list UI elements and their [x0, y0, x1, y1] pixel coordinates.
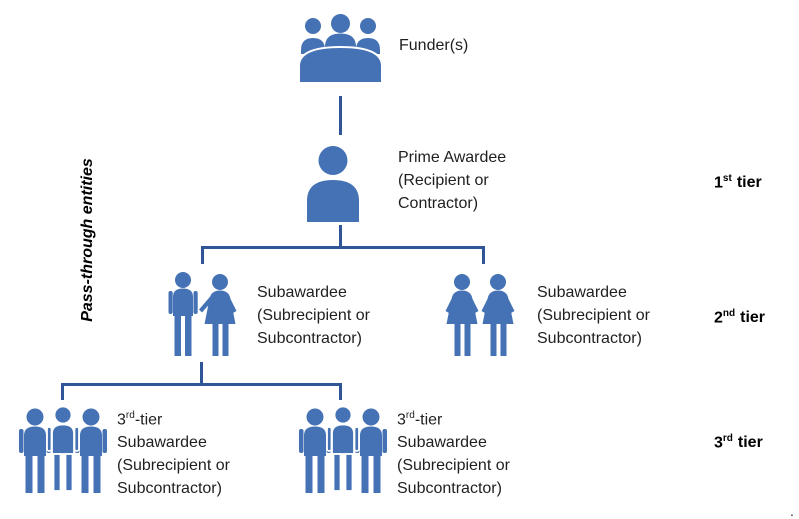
three-people-icon — [15, 405, 111, 494]
label-line: (Subrecipient or — [257, 307, 370, 324]
connector-tier3-drop-left — [61, 383, 64, 400]
third-tier-right-label: 3rd-tier Subawardee (Subrecipient or Sub… — [397, 404, 510, 500]
group-around-table-icon — [297, 14, 384, 83]
label-line: Subawardee — [537, 284, 627, 301]
connector-subawardee-stem — [200, 362, 203, 385]
label-line: Subcontractor) — [537, 330, 642, 347]
label-line: Subawardee — [117, 434, 207, 452]
label-line: Subcontractor) — [257, 330, 362, 347]
label-line: Funder(s) — [399, 37, 469, 54]
single-person-icon — [304, 146, 362, 222]
label-line: Subawardee — [257, 284, 347, 301]
label-line: Prime Awardee — [398, 149, 507, 166]
two-women-icon — [442, 271, 519, 365]
connector-tier2-horizontal — [201, 246, 485, 249]
footer-period: . — [790, 503, 794, 519]
man-woman-couple-icon — [164, 271, 241, 365]
label-line: (Subrecipient or — [117, 457, 230, 475]
label-line: Subcontractor) — [397, 480, 502, 498]
connector-tier3-drop-right — [339, 383, 342, 400]
funder-label: Funder(s) — [399, 35, 468, 56]
pass-through-entities-label: Pass-through entities — [79, 158, 96, 322]
subawardee-right-label: Subawardee (Subrecipient or Subcontracto… — [537, 281, 650, 350]
third-tier-left-label: 3rd-tier Subawardee (Subrecipient or Sub… — [117, 404, 230, 500]
connector-tier3-horizontal — [61, 383, 342, 386]
label-line: Subcontractor) — [117, 480, 222, 498]
label-line: (Subrecipient or — [537, 307, 650, 324]
label-line: Subawardee — [397, 434, 487, 452]
connector-tier2-drop-right — [482, 246, 485, 264]
subawardee-left-label: Subawardee (Subrecipient or Subcontracto… — [257, 281, 370, 350]
connector-tier2-drop-left — [201, 246, 204, 264]
label-line: (Recipient or — [398, 172, 489, 189]
label-line: Contractor) — [398, 195, 479, 212]
label-line: (Subrecipient or — [397, 457, 510, 475]
connector-prime-stem — [339, 225, 342, 248]
label-line: 3rd-tier — [397, 410, 443, 429]
connector-funder-to-prime — [339, 96, 342, 135]
prime-awardee-label: Prime Awardee (Recipient or Contractor) — [398, 146, 506, 215]
label-line: 3rd-tier — [117, 410, 163, 429]
three-people-icon — [295, 405, 391, 494]
